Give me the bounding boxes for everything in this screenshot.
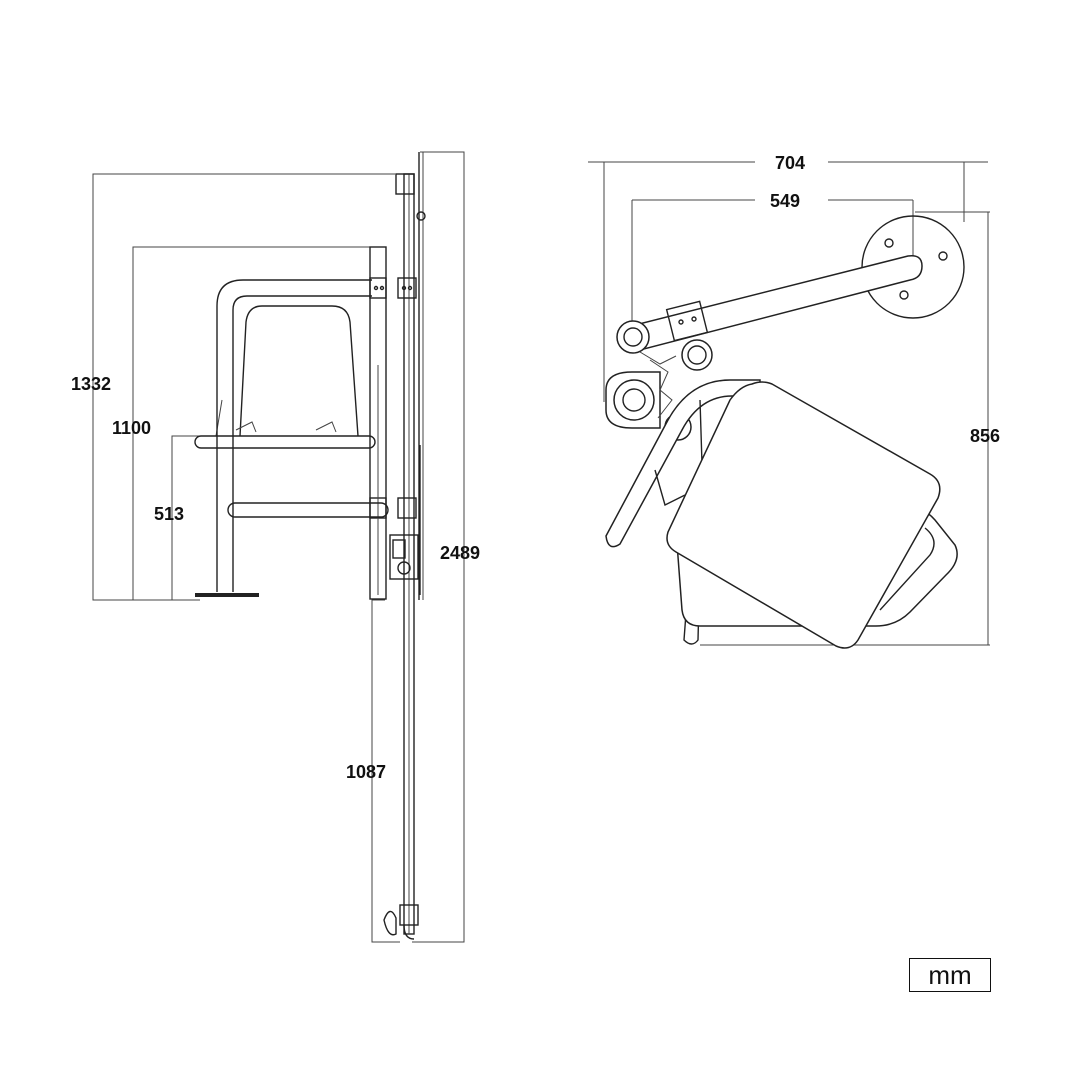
dim-depth: 856 xyxy=(970,426,1000,446)
side-dimension-lines xyxy=(92,151,465,943)
seat-panel-upper xyxy=(666,381,941,649)
dim-handrail-height: 1100 xyxy=(112,418,151,438)
swing-arm xyxy=(616,254,923,371)
pole-head xyxy=(605,351,692,441)
vertical-pole xyxy=(383,152,426,940)
dim-arm-width: 549 xyxy=(770,191,800,211)
dim-total-height: 1332 xyxy=(71,374,111,394)
dim-lower-pole: 1087 xyxy=(346,762,386,782)
seat-backrest xyxy=(215,305,359,437)
top-view: 704 549 856 xyxy=(588,153,1000,649)
side-view: 1332 1100 513 2489 1087 xyxy=(71,151,480,943)
units-label: mm xyxy=(909,958,991,992)
handrail-frame xyxy=(194,246,389,600)
dim-seat-height: 513 xyxy=(154,504,184,524)
dim-overall-width: 704 xyxy=(775,153,805,173)
dim-pole-height: 2489 xyxy=(440,543,480,563)
